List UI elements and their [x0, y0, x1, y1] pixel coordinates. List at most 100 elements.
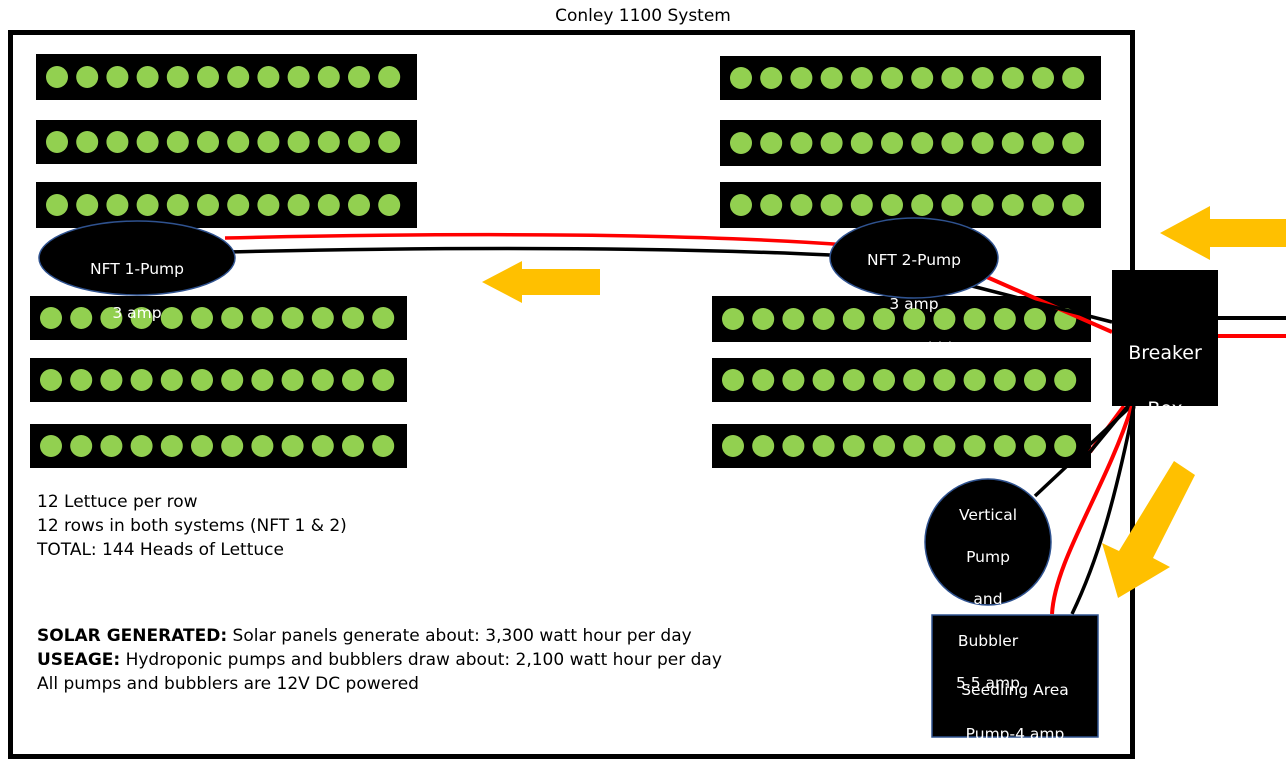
- seedling-area-line2: Pump-4 amp: [965, 725, 1065, 743]
- lettuce-head: [46, 131, 68, 153]
- lettuce-head: [197, 131, 219, 153]
- total-note: TOTAL: 144 Heads of Lettuce: [37, 540, 284, 560]
- red-wire-nft1-to-nft2: [224, 232, 849, 247]
- lettuce-head: [40, 307, 62, 329]
- lettuce-head: [76, 131, 99, 153]
- breaker-box-line2: Box: [1147, 398, 1183, 420]
- lettuce-head: [70, 435, 93, 457]
- lettuce-head: [1054, 369, 1077, 391]
- seedling-area-label: Seedling Area Pump-4 amp: [932, 657, 1098, 767]
- vertical-pump-line1: Vertical: [958, 506, 1018, 524]
- lettuce-head: [881, 67, 903, 89]
- lettuce-head: [160, 307, 183, 329]
- lettuce-head: [1001, 67, 1024, 89]
- lettuce-head: [130, 435, 153, 457]
- lettuce-head: [70, 307, 93, 329]
- lettuce-head: [251, 307, 274, 329]
- vertical-pump-line4: Bubbler: [957, 632, 1019, 650]
- lettuce-head: [730, 132, 752, 154]
- lettuce-head: [873, 369, 895, 391]
- lettuce-head: [130, 307, 153, 329]
- lettuce-head: [227, 194, 250, 216]
- lettuce-head: [342, 369, 364, 391]
- vertical-pump-line2: Pump: [966, 548, 1010, 566]
- nft2-bubbler-amps: + 0.5 Bubbler: [860, 339, 968, 357]
- lettuce-head: [933, 308, 956, 330]
- lettuce-head: [378, 194, 401, 216]
- lettuce-head: [348, 66, 370, 88]
- lettuce-head: [1032, 67, 1054, 89]
- lettuce-head: [342, 435, 364, 457]
- lettuce-head: [287, 66, 310, 88]
- lettuce-head: [963, 369, 986, 391]
- lettuce-head: [221, 435, 244, 457]
- lettuce-head: [850, 194, 873, 216]
- lettuce-head: [820, 67, 843, 89]
- lettuce-head: [348, 131, 370, 153]
- lettuce-head: [311, 435, 334, 457]
- lettuce-head: [317, 194, 340, 216]
- lettuce-head: [760, 132, 783, 154]
- lettuce-head: [348, 194, 370, 216]
- rows-note: 12 rows in both systems (NFT 1 & 2): [37, 516, 347, 536]
- lettuce-head: [40, 369, 62, 391]
- lettuce-head: [790, 132, 813, 154]
- lettuce-head: [941, 67, 964, 89]
- lettuce-head: [287, 131, 310, 153]
- lettuce-head: [100, 369, 123, 391]
- lettuce-head: [1024, 369, 1046, 391]
- lettuce-head: [191, 369, 213, 391]
- lettuce-head: [221, 307, 244, 329]
- lettuce-head: [251, 369, 274, 391]
- lettuce-head: [281, 369, 304, 391]
- nft1-pump-node: [38, 220, 236, 296]
- lettuce-head: [287, 194, 310, 216]
- seedling-area-line1: Seedling Area: [961, 681, 1069, 699]
- lettuce-head: [1062, 132, 1085, 154]
- lettuce-head: [933, 435, 956, 457]
- black-wire-breaker-to-vertical-2: [1033, 404, 1133, 498]
- lettuce-head: [70, 369, 93, 391]
- lettuce-head: [730, 67, 752, 89]
- breaker-box-label: Breaker Box: [1112, 311, 1218, 451]
- solar-label: SOLAR GENERATED:: [37, 626, 228, 646]
- lettuce-head: [850, 67, 873, 89]
- flow-arrow-into-breaker: [1160, 206, 1286, 260]
- red-wire-nft2-to-breaker: [979, 272, 1113, 334]
- lettuce-head: [820, 132, 843, 154]
- lettuce-head: [820, 194, 843, 216]
- nft1-pump-amps: 3 amp: [112, 304, 162, 322]
- lettuce-head: [257, 194, 280, 216]
- lettuce-head: [722, 308, 744, 330]
- lettuce-head: [1024, 435, 1046, 457]
- lettuce-head: [812, 369, 835, 391]
- breaker-box-line1: Breaker: [1128, 342, 1202, 364]
- lettuce-head: [281, 435, 304, 457]
- lettuce-head: [251, 435, 274, 457]
- lettuce-head: [760, 194, 783, 216]
- lettuce-head: [752, 435, 775, 457]
- lettuce-head: [281, 307, 304, 329]
- lettuce-head: [971, 132, 994, 154]
- lettuce-head: [873, 308, 895, 330]
- lettuce-head: [812, 308, 835, 330]
- lettuce-head: [372, 369, 395, 391]
- lettuce-head: [903, 369, 926, 391]
- nft2-pump-label: NFT 2-Pump 3 amp + 0.5 Bubbler: [840, 227, 988, 381]
- lettuce-head: [782, 435, 805, 457]
- lettuce-rows: [30, 54, 1101, 468]
- flow-arrow-to-seedling: [1102, 461, 1195, 598]
- lettuce-head: [191, 307, 213, 329]
- lettuce-head: [166, 131, 189, 153]
- nft1-pump-label: NFT 1-Pump 3 amp: [49, 236, 225, 346]
- lettuce-head: [752, 308, 775, 330]
- lettuce-head: [227, 131, 250, 153]
- lettuce-head: [311, 307, 334, 329]
- lettuce-head: [911, 132, 934, 154]
- lettuce-head: [1062, 194, 1085, 216]
- lettuce-head: [197, 66, 219, 88]
- lettuce-head: [850, 132, 873, 154]
- lettuce-head: [933, 369, 956, 391]
- lettuce-head: [941, 132, 964, 154]
- solar-text: Solar panels generate about: 3,300 watt …: [227, 626, 692, 646]
